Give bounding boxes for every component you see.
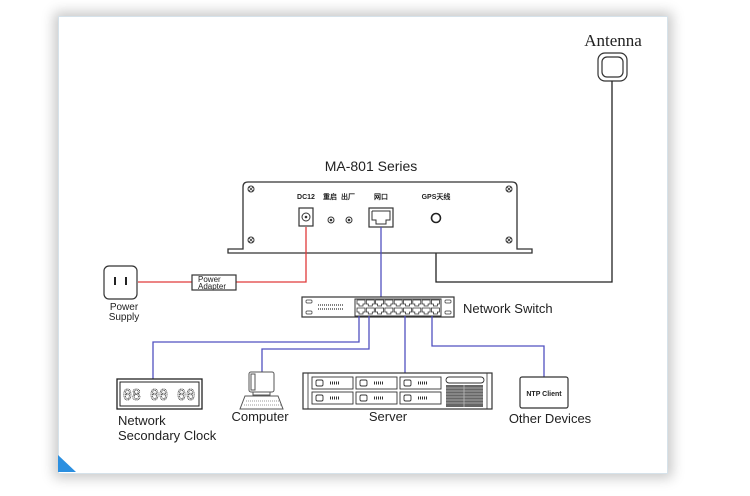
switch-port-icon (384, 299, 394, 307)
switch-port-icon (384, 307, 394, 315)
antenna-icon (597, 52, 628, 82)
gps-connector-icon (430, 212, 442, 224)
switch-port-icon (403, 307, 412, 315)
server-label: Server (369, 409, 408, 424)
drive-bay-icon (355, 391, 398, 405)
switch-port-icon (356, 299, 366, 307)
network-switch-label: Network Switch (463, 301, 553, 316)
dc-jack-icon (298, 207, 314, 227)
clock-label-line1: Network (118, 413, 166, 428)
rj45-port-icon (368, 207, 394, 228)
lan-port-label: 网口 (374, 193, 388, 201)
dc12-port-label: DC12 (297, 194, 315, 201)
clock-cable (152, 316, 360, 380)
computer-label: Computer (231, 409, 289, 424)
antenna-label: Antenna (584, 31, 642, 50)
switch-port-icon (393, 299, 403, 307)
power-adapter-label-line2: Adapter (198, 282, 226, 291)
switch-port-icon (421, 299, 431, 307)
power-adapter-box (191, 274, 237, 291)
power-supply-label-line1: Power (110, 302, 139, 313)
switch-port-icon (403, 299, 412, 307)
switch-port-icon (375, 299, 384, 307)
power-supply-label-line2: Supply (109, 312, 140, 323)
switch-port-icon (431, 299, 440, 307)
factory-label: 出厂 (341, 192, 355, 201)
reset-button-icon (327, 216, 335, 224)
switch-port-icon (431, 307, 440, 315)
computer-cable (261, 316, 370, 372)
other-devices-label: Other Devices (509, 411, 592, 426)
server-icon (302, 372, 493, 410)
clock-label-line2: Secondary Clock (118, 428, 217, 443)
power-outlet-icon (103, 265, 138, 300)
reset-label: 重启 (323, 192, 337, 201)
switch-port-icon (412, 299, 422, 307)
device-title: MA-801 Series (325, 158, 418, 174)
switch-port-icon (412, 307, 422, 315)
power-adapter-label-line1: Power (198, 275, 221, 284)
drive-bay-icon (399, 391, 442, 405)
switch-port-icon (365, 299, 375, 307)
drive-bay-icon (311, 376, 354, 390)
clock-display: 08 00 00 (123, 386, 195, 404)
switch-port-icon (393, 307, 403, 315)
drive-bay-icon (355, 376, 398, 390)
ntp-client-cable (431, 316, 545, 377)
gps-port-label: GPS天线 (422, 192, 451, 201)
ntp-client-box (519, 376, 569, 409)
factory-button-icon (345, 216, 353, 224)
corner-accent (58, 455, 76, 472)
computer-icon (239, 371, 284, 410)
secondary-clock-icon (116, 378, 203, 410)
network-switch-icon (301, 296, 455, 318)
switch-port-icon (421, 307, 431, 315)
drive-bay-icon (399, 376, 442, 390)
drive-bay-icon (311, 391, 354, 405)
switch-port-icon (356, 307, 366, 315)
switch-port-icon (375, 307, 384, 315)
ntp-client-label: NTP Client (526, 391, 562, 398)
switch-port-icon (365, 307, 375, 315)
